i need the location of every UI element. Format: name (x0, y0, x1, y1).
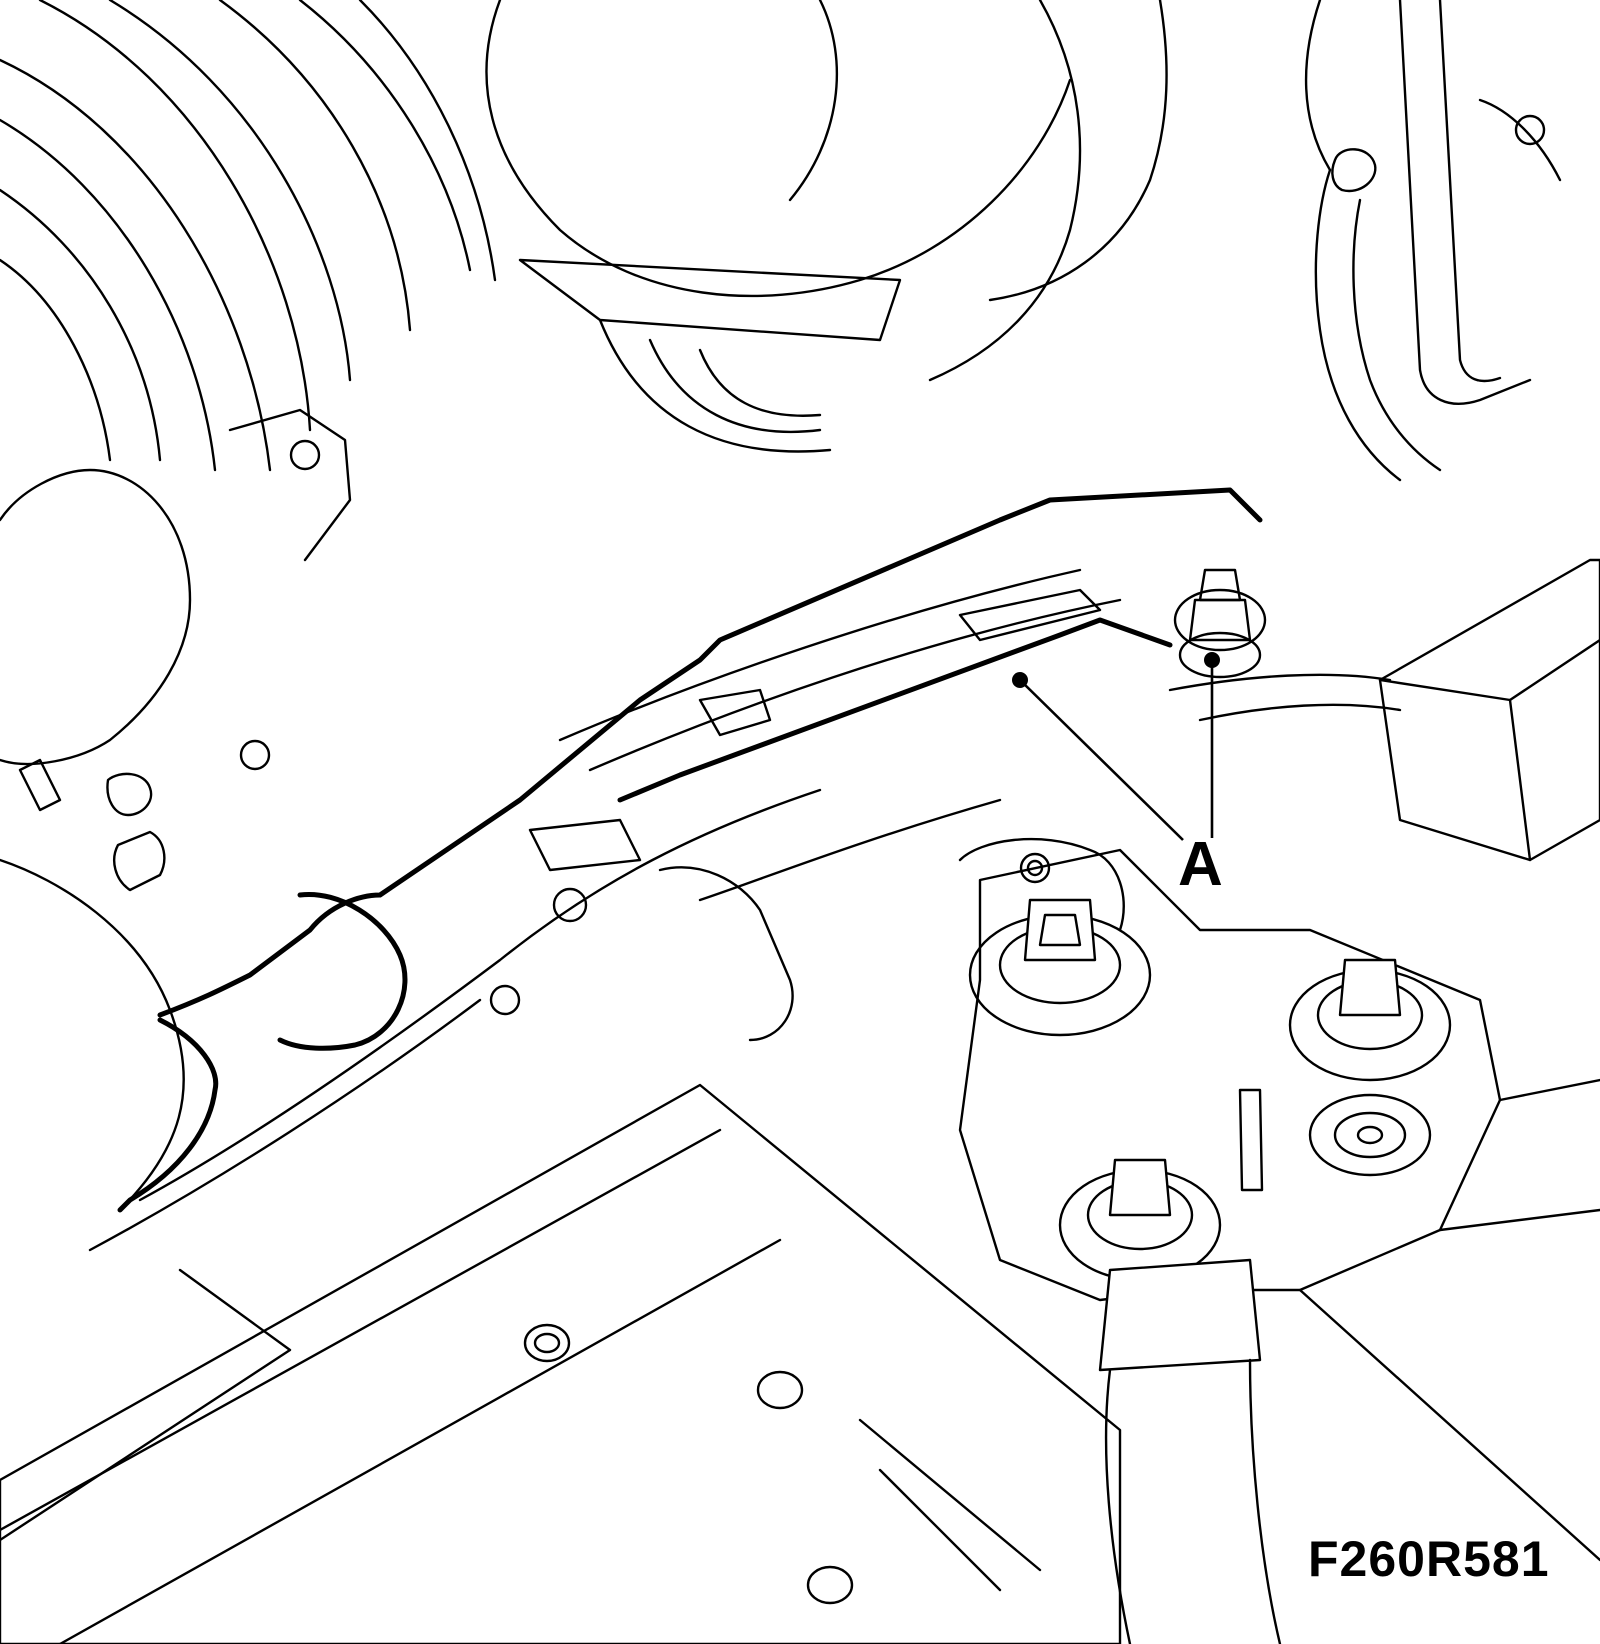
washer-right (1308, 1093, 1432, 1177)
bolt-right (1288, 958, 1452, 1082)
callout-label-a: A (1178, 830, 1223, 899)
upper-cylinder (485, 0, 1168, 453)
left-cylindrical-component (0, 408, 352, 1212)
right-connector-block (1168, 558, 1600, 862)
lower-hose (1098, 1078, 1600, 1644)
left-pulley-housing (0, 0, 497, 472)
figure-id: F260R581 (1308, 1531, 1550, 1587)
nut-a (1173, 568, 1267, 679)
subframe-plate (0, 1083, 1122, 1644)
mount-bolts (968, 898, 1452, 1282)
bolt-lower (1058, 1158, 1222, 1282)
support-bracket (88, 788, 1002, 1252)
upper-right-pipes (1304, 0, 1562, 482)
callout-a-leaders (1012, 652, 1220, 841)
bolt-upper (968, 898, 1152, 1037)
wiring-harness (117, 487, 1263, 1213)
engine-mount-plate (958, 837, 1502, 1302)
